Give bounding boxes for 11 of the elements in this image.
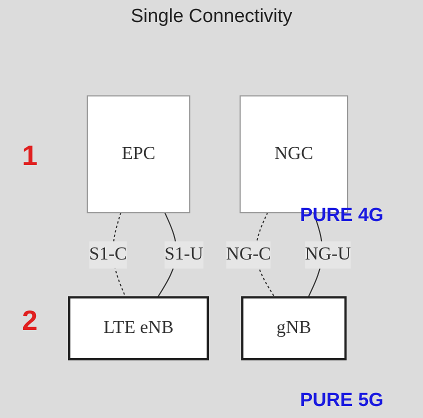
node-box: LTE eNB (68, 296, 210, 360)
node-box: gNB (241, 296, 347, 360)
edge-label: NG-C (226, 244, 271, 264)
edge-label: S1-U (164, 244, 204, 264)
note: 2 (22, 305, 38, 337)
note: PURE 5G (300, 390, 384, 412)
note: 1 (22, 140, 38, 172)
title: Single Connectivity (130, 6, 294, 28)
edge-label: S1-C (89, 244, 127, 264)
edge-label: NG-U (305, 244, 351, 264)
node-box: EPC (86, 95, 190, 214)
